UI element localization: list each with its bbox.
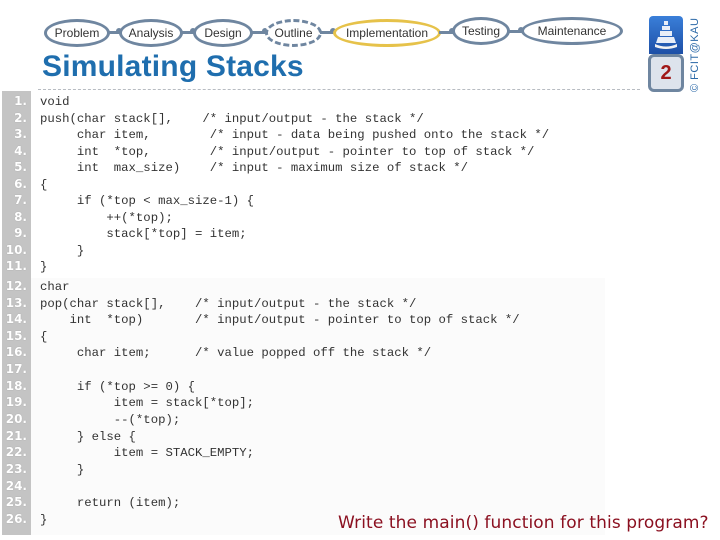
nav-step-testing[interactable]: Testing xyxy=(452,17,510,45)
code-line: } xyxy=(40,463,85,477)
code-line: item = stack[*top]; xyxy=(40,396,255,410)
copyright-text: © FCIT@KAU xyxy=(689,17,701,92)
code-line: int *top, /* input/output - pointer to t… xyxy=(40,145,535,159)
nav-step-label: Analysis xyxy=(128,26,174,40)
line-number: 22. xyxy=(5,445,27,459)
line-number: 21. xyxy=(5,429,27,443)
code-line: --(*top); xyxy=(40,413,181,427)
nav-step-design[interactable]: Design xyxy=(193,19,253,47)
line-number: 25. xyxy=(5,495,27,509)
code-line: { xyxy=(40,330,48,344)
line-number: 2. xyxy=(14,111,27,125)
nav-step-label: Implementation xyxy=(345,26,429,40)
nav-step-label: Testing xyxy=(461,24,501,38)
code-line: int max_size) /* input - maximum size of… xyxy=(40,161,469,175)
code-line: char item; /* value popped off the stack… xyxy=(40,346,432,360)
code-line: char xyxy=(40,280,70,294)
nav-connector xyxy=(508,27,524,33)
code-line: if (*top < max_size-1) { xyxy=(40,194,255,208)
line-number: 12. xyxy=(5,279,27,293)
nav-connector xyxy=(251,28,268,34)
line-number: 18. xyxy=(5,379,27,393)
line-number: 23. xyxy=(5,462,27,476)
code-line: if (*top >= 0) { xyxy=(40,380,195,394)
code-line: } xyxy=(40,513,48,527)
code-line: int *top) /* input/output - pointer to t… xyxy=(40,313,520,327)
line-number: 10. xyxy=(5,243,27,257)
exercise-question: Write the main() function for this progr… xyxy=(338,513,709,533)
line-number: 14. xyxy=(5,312,27,326)
university-logo-icon xyxy=(649,16,683,54)
code-line: item = STACK_EMPTY; xyxy=(40,446,255,460)
line-number-gutter: 1. 2. 3. 4. 5. 6. 7. 8. 9. 10. 11. 12. 1… xyxy=(2,91,31,535)
code-line: pop(char stack[], /* input/output - the … xyxy=(40,297,417,311)
slide-number: 2 xyxy=(648,54,684,92)
title-divider xyxy=(38,89,640,90)
line-number: 26. xyxy=(5,512,27,526)
code-line: char item, /* input - data being pushed … xyxy=(40,128,550,142)
code-listing: 1. 2. 3. 4. 5. 6. 7. 8. 9. 10. 11. 12. 1… xyxy=(0,91,620,535)
code-line: { xyxy=(40,178,48,192)
line-number: 16. xyxy=(5,345,27,359)
code-line: stack[*top] = item; xyxy=(40,227,247,241)
code-line: } xyxy=(40,260,48,274)
nav-step-label: Maintenance xyxy=(537,24,607,38)
nav-step-label: Problem xyxy=(54,26,100,40)
line-number: 24. xyxy=(5,479,27,493)
line-number: 13. xyxy=(5,296,27,310)
line-number: 9. xyxy=(14,226,27,240)
page-title: Simulating Stacks xyxy=(42,50,304,83)
nav-connector xyxy=(320,28,336,34)
code-line: ++(*top); xyxy=(40,211,173,225)
line-number: 15. xyxy=(5,329,27,343)
code-line: } else { xyxy=(40,430,136,444)
nav-step-implementation[interactable]: Implementation xyxy=(333,19,441,47)
nav-step-problem[interactable]: Problem xyxy=(44,19,110,47)
line-number: 4. xyxy=(14,144,27,158)
nav-step-label: Outline xyxy=(274,26,313,40)
process-nav: Problem Analysis Design Outline Implemen… xyxy=(0,0,640,60)
line-number: 19. xyxy=(5,395,27,409)
nav-step-analysis[interactable]: Analysis xyxy=(119,19,183,47)
code-line: return (item); xyxy=(40,496,181,510)
line-number: 5. xyxy=(14,160,27,174)
nav-step-label: Design xyxy=(204,26,242,40)
line-number: 20. xyxy=(5,412,27,426)
code-line: push(char stack[], /* input/output - the… xyxy=(40,112,424,126)
line-number: 6. xyxy=(14,177,27,191)
line-number: 11. xyxy=(5,259,27,273)
line-number: 17. xyxy=(5,362,27,376)
nav-connector xyxy=(439,28,455,34)
line-number: 7. xyxy=(14,193,27,207)
nav-step-outline[interactable]: Outline xyxy=(265,19,322,47)
code-line: } xyxy=(40,244,85,258)
line-number: 3. xyxy=(14,127,27,141)
pop-code-background xyxy=(31,278,605,535)
code-line: void xyxy=(40,95,70,109)
nav-step-maintenance[interactable]: Maintenance xyxy=(521,17,623,45)
line-number: 8. xyxy=(14,210,27,224)
line-number: 1. xyxy=(14,94,27,108)
